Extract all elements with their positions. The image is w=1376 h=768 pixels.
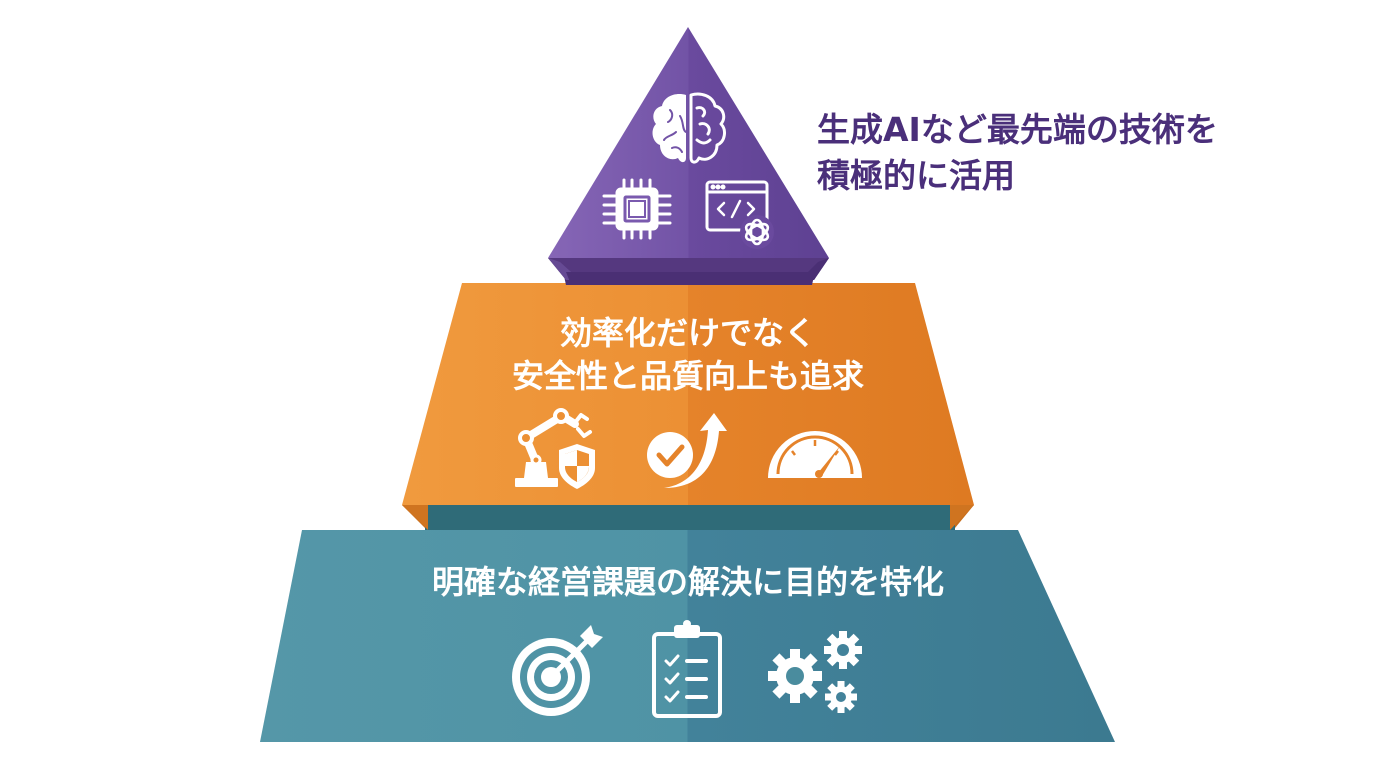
robot-arm-icon xyxy=(515,408,592,487)
bottom-tier-label: 明確な経営課題の解決に目的を特化 xyxy=(388,560,988,604)
cpu-chip-icon xyxy=(602,178,672,240)
top-tier-label-line1: 生成AIなど最先端の技術を xyxy=(817,110,1218,149)
top-tier-label: 生成AIなど最先端の技術を 積極的に活用 xyxy=(817,107,1218,199)
check-growth-icon xyxy=(647,413,727,488)
shield-icon xyxy=(559,444,595,489)
code-window-icon xyxy=(705,180,769,232)
top-tier-label-line2: 積極的に活用 xyxy=(817,156,1015,195)
target-arrow-icon xyxy=(512,625,603,716)
speedometer-icon xyxy=(768,431,862,478)
tier-top xyxy=(548,27,829,285)
clipboard-checklist-icon xyxy=(652,620,722,718)
openai-logo-icon xyxy=(740,215,774,249)
bottom-tier-label-line1: 明確な経営課題の解決に目的を特化 xyxy=(431,563,944,601)
brain-icon xyxy=(652,92,726,164)
middle-tier-label-line2: 安全性と品質向上も追求 xyxy=(511,357,864,395)
middle-tier-label-line1: 効率化だけでなく xyxy=(559,314,816,352)
middle-tier-label: 効率化だけでなく 安全性と品質向上も追求 xyxy=(488,312,888,398)
